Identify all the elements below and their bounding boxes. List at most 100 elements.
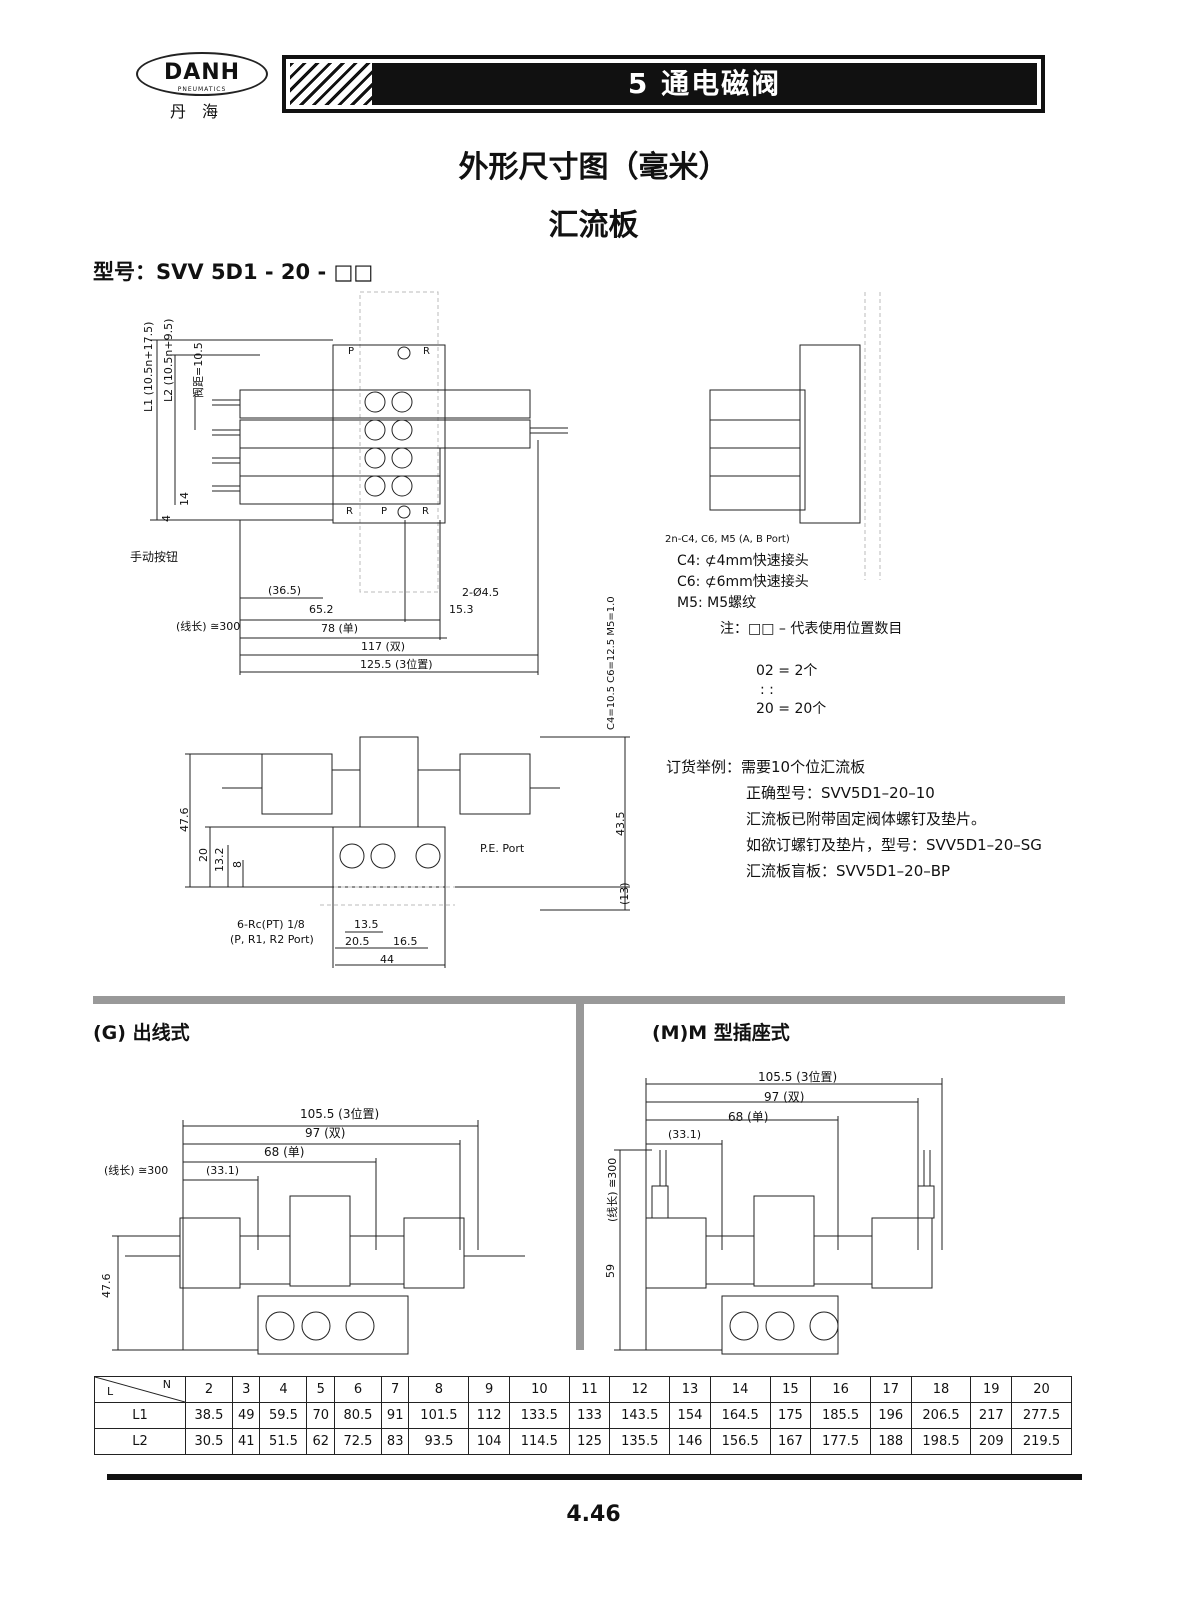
dim-36-5: (36.5)	[268, 584, 302, 597]
order-example-5: 汇流板盲板：SVV5D1–20–BP	[746, 862, 951, 880]
table-cell: 209	[970, 1428, 1012, 1455]
port-p-top: P	[348, 346, 355, 357]
dim-8: 8	[231, 861, 244, 868]
valve-4	[239, 475, 441, 505]
order-example-2: 正确型号：SVV5D1–20–10	[746, 784, 935, 802]
table-cell: 91	[380, 1402, 410, 1429]
n-col: 9	[468, 1376, 510, 1403]
m-dim-105-5: 105.5 (3位置)	[758, 1070, 838, 1084]
table-header-row: L N 2 3 4 5 6 7 8 9 10 11 12 13 14 15 16…	[94, 1376, 1073, 1403]
n-col: 18	[910, 1376, 972, 1403]
note-positions: 注：□□ – 代表使用位置数目	[720, 621, 903, 637]
table-cell: 41	[231, 1428, 261, 1455]
dim-125-5: 125.5 (3位置)	[360, 658, 433, 671]
footer-rule	[107, 1474, 1082, 1480]
dim-20: 20	[197, 848, 210, 862]
n-col: 6	[333, 1376, 382, 1403]
n-col: 3	[231, 1376, 261, 1403]
n-col: 5	[306, 1376, 335, 1403]
table-cell: 198.5	[910, 1428, 972, 1455]
main-drawings	[150, 291, 881, 968]
n-col: 15	[769, 1376, 812, 1403]
valve-1	[239, 389, 531, 419]
g-dim-wire: (线长) ≅300	[104, 1164, 169, 1177]
table-cell: 185.5	[810, 1402, 872, 1429]
dim-44: 44	[380, 953, 394, 966]
m-dim-68: 68 (单)	[728, 1110, 769, 1124]
row-label: L2	[94, 1428, 186, 1455]
dim-15-3: 15.3	[449, 603, 474, 616]
table-cell: 112	[468, 1402, 510, 1429]
n-col: 14	[709, 1376, 771, 1403]
table-cell: 177.5	[810, 1428, 872, 1455]
table-cell: 154	[669, 1402, 711, 1429]
n-col: 7	[380, 1376, 410, 1403]
table-cell: 135.5	[609, 1428, 671, 1455]
corner-n: N	[162, 1378, 171, 1391]
dim-13-2: 13.2	[213, 847, 226, 873]
dimension-table: L N 2 3 4 5 6 7 8 9 10 11 12 13 14 15 16…	[94, 1376, 1073, 1455]
table-cell: 196	[870, 1402, 912, 1429]
section-m-label: (M)M 型插座式	[652, 1022, 790, 1044]
table-cell: 219.5	[1010, 1428, 1073, 1455]
table-cell: 70	[306, 1402, 335, 1429]
n-col: 8	[408, 1376, 470, 1403]
banner-hatch	[290, 63, 372, 105]
table-cell: 38.5	[185, 1402, 233, 1429]
din-rail	[359, 291, 439, 593]
table-cell: 175	[769, 1402, 812, 1429]
order-example-3: 汇流板已附带固定阀体螺钉及垫片。	[746, 810, 987, 828]
dim-47-6-front: 47.6	[178, 807, 191, 833]
logo-word: DANH	[163, 60, 241, 85]
port-r-bottom-left: R	[346, 506, 353, 517]
front-solenoid-left	[261, 753, 333, 815]
table-corner: L N	[94, 1376, 186, 1403]
m-dim-wire: (线长) ≅300	[606, 1157, 619, 1222]
n-col: 20	[1010, 1376, 1073, 1403]
front-valve-body	[359, 736, 419, 828]
dim-hole: 2-Ø4.5	[462, 586, 500, 599]
table-cell: 217	[970, 1402, 1012, 1429]
corner-diagonal	[95, 1377, 185, 1402]
note-c4: C4: ⊄4mm快速接头	[677, 553, 809, 569]
g-dim-33-1: (33.1)	[206, 1164, 240, 1177]
dim-wire-length: (线长) ≅300	[176, 620, 241, 633]
manifold-plate	[332, 344, 446, 524]
n-col: 17	[870, 1376, 912, 1403]
m-dim-97: 97 (双)	[764, 1090, 805, 1104]
order-example-1: 订货举例：需要10个位汇流板	[666, 758, 866, 776]
note-c6: C6: ⊄6mm快速接头	[677, 574, 809, 590]
front-manifold	[332, 826, 446, 888]
section-title: 5 通电磁阀	[627, 67, 782, 100]
logo-oval	[136, 52, 268, 96]
table-cell: 125	[568, 1428, 611, 1455]
manual-button-label: 手动按钮	[130, 550, 179, 564]
section-g-label: (G) 出线式	[93, 1022, 190, 1044]
note-m5: M5: M5螺纹	[677, 595, 757, 611]
port-r-bottom-right: R	[422, 506, 429, 517]
table-cell: 83	[380, 1428, 410, 1455]
dim-14: 14	[178, 492, 191, 506]
corner-l: L	[107, 1385, 114, 1398]
dim-pitch: 阀距=10.5	[192, 342, 205, 398]
order-example-4: 如欲订螺钉及垫片，型号：SVV5D1–20–SG	[746, 836, 1042, 854]
dim-65-2: 65.2	[309, 603, 334, 616]
dim-l1: L1 (10.5n+17.5)	[142, 321, 155, 412]
m-dim-59: 59	[604, 1264, 617, 1278]
valve-2	[239, 419, 531, 449]
table-cell: 51.5	[259, 1428, 308, 1455]
port-p-bottom: P	[381, 506, 388, 517]
logo-sub: PNEUMATICS	[177, 86, 227, 93]
n-col: 10	[508, 1376, 570, 1403]
dim-16-5: 16.5	[393, 935, 418, 948]
table-cell: 101.5	[408, 1402, 470, 1429]
table-cell: 188	[870, 1428, 912, 1455]
table-cell: 30.5	[185, 1428, 233, 1455]
dim-20-5: 20.5	[345, 935, 370, 948]
side-valves	[709, 389, 806, 511]
dim-l2: L2 (10.5n+9.5)	[162, 318, 175, 402]
n-col: 11	[568, 1376, 611, 1403]
g-dim-68: 68 (单)	[264, 1145, 305, 1159]
dim-4: 4	[160, 515, 173, 522]
note-n-dots: : :	[760, 682, 774, 698]
